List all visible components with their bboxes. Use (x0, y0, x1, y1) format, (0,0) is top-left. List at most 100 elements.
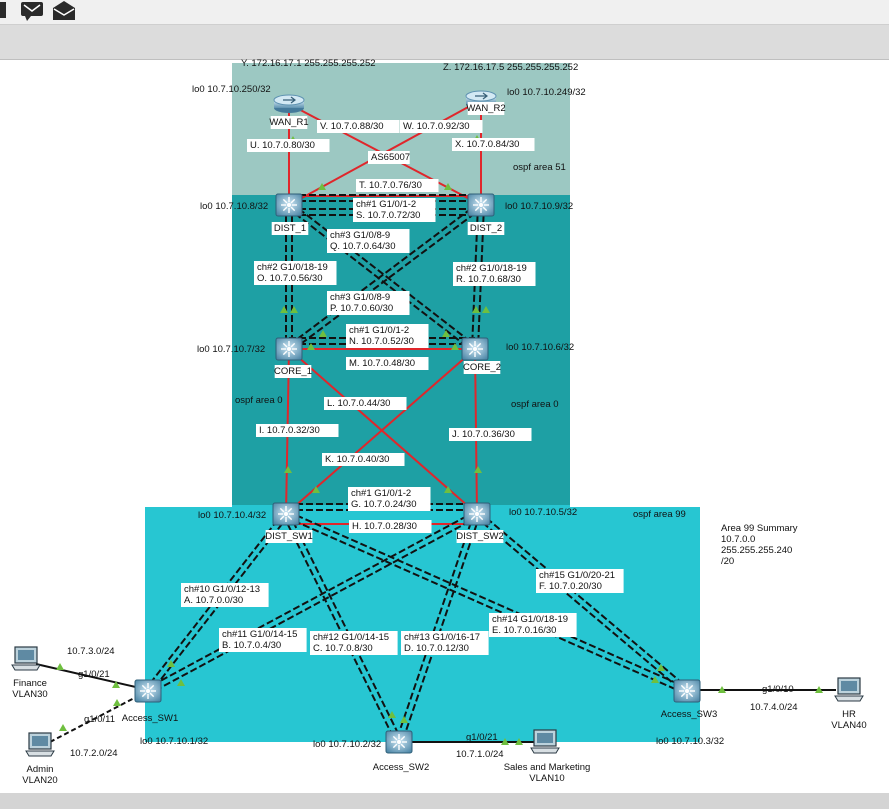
svg-text:g1/0/10: g1/0/10 (762, 684, 794, 695)
switch-dist_sw2-icon[interactable] (463, 502, 491, 526)
summary-line: 255.255.255.240 (721, 545, 792, 556)
device-name-access-sw3: Access_SW3 (661, 709, 718, 720)
link-h-label: H. 10.7.0.28/30 (349, 520, 432, 533)
link-v-label: V. 10.7.0.88/30 (317, 120, 400, 133)
admin-network-label: 10.7.2.0/24 (70, 748, 118, 759)
summary-line: /20 (721, 556, 734, 567)
svg-text:R. 10.7.0.68/30: R. 10.7.0.68/30 (456, 274, 521, 285)
switch-core_2-icon[interactable] (461, 337, 489, 361)
switch-dist_2-icon[interactable] (467, 193, 495, 217)
link-up-marker (651, 676, 659, 683)
svg-text:ch#3 G1/0/8-9: ch#3 G1/0/8-9 (330, 292, 390, 303)
device-name-access-sw1: Access_SW1 (122, 713, 179, 724)
link-core_2-dist_sw1 (285, 348, 476, 515)
svg-text:ospf area 0: ospf area 0 (511, 399, 559, 410)
svg-text:WAN_R2: WAN_R2 (466, 103, 505, 114)
link-n-label: ch#1 G1/0/1-2N. 10.7.0.52/30 (346, 324, 429, 348)
loopback-dist-sw1: lo0 10.7.10.4/32 (198, 510, 266, 521)
link-a-label: ch#10 G1/0/12-13A. 10.7.0.0/30 (181, 583, 269, 607)
svg-text:lo0 10.7.10.250/32: lo0 10.7.10.250/32 (192, 84, 271, 95)
sales-network-label: 10.7.1.0/24 (456, 749, 504, 760)
pc-finance-icon[interactable] (11, 646, 41, 671)
hr-port-label: g1/0/10 (762, 684, 794, 695)
switch-access_sw2-icon[interactable] (385, 730, 413, 754)
link-up-marker (501, 738, 509, 745)
link-f-label: ch#15 G1/0/20-21F. 10.7.0.20/30 (536, 569, 624, 593)
svg-text:lo0 10.7.10.6/32: lo0 10.7.10.6/32 (506, 342, 574, 353)
pc-sales-icon[interactable] (530, 729, 560, 754)
link-up-marker (444, 183, 452, 190)
switch-core_1-icon[interactable] (275, 337, 303, 361)
external-link-z-label: Z. 172.16.17.5 255.255.255.252 (443, 62, 578, 73)
link-j-label: J. 10.7.0.36/30 (449, 428, 532, 441)
envelope-open-icon[interactable] (51, 0, 77, 20)
svg-text:ch#11 G1/0/14-15: ch#11 G1/0/14-15 (222, 629, 297, 640)
loopback-access-sw3: lo0 10.7.10.3/32 (656, 736, 724, 747)
switch-dist_sw1-icon[interactable] (272, 502, 300, 526)
link-up-marker (284, 466, 292, 473)
link-up-marker (474, 466, 482, 473)
link-u-label: U. 10.7.0.80/30 (247, 139, 330, 152)
etherchannel-e (284, 515, 687, 695)
svg-text:X. 10.7.0.84/30: X. 10.7.0.84/30 (455, 139, 519, 150)
svg-text:VLAN40: VLAN40 (831, 720, 866, 731)
svg-text:ch#1 G1/0/1-2: ch#1 G1/0/1-2 (349, 325, 409, 336)
link-up-marker (657, 664, 665, 671)
link-up-marker (482, 306, 490, 313)
svg-text:L. 10.7.0.44/30: L. 10.7.0.44/30 (327, 398, 390, 409)
pc-hr-icon[interactable] (834, 677, 864, 702)
link-up-marker (167, 660, 175, 667)
link-up-marker (319, 330, 327, 337)
link-up-marker (388, 711, 396, 718)
toolbar-partial-icon[interactable] (0, 0, 8, 20)
router-wan_r1-icon[interactable] (273, 94, 305, 113)
message-icon[interactable] (19, 0, 45, 21)
loopback-core-2: lo0 10.7.10.6/32 (506, 342, 574, 353)
switch-dist_1-icon[interactable] (275, 193, 303, 217)
svg-text:Sales and Marketing: Sales and Marketing (504, 762, 591, 773)
link-core_1-dist_sw2 (288, 348, 478, 515)
svg-text:lo0 10.7.10.1/32: lo0 10.7.10.1/32 (140, 736, 208, 747)
svg-text:VLAN20: VLAN20 (22, 775, 57, 786)
link-up-marker (113, 699, 121, 706)
svg-text:M. 10.7.0.48/30: M. 10.7.0.48/30 (349, 358, 415, 369)
summary-line: 10.7.0.0 (721, 534, 755, 545)
switch-access_sw1-icon[interactable] (134, 679, 162, 703)
link-l-label: L. 10.7.0.44/30 (324, 397, 407, 410)
link-r-label: ch#2 G1/0/18-19R. 10.7.0.68/30 (453, 262, 536, 286)
link-e-label: ch#14 G1/0/18-19E. 10.7.0.16/30 (489, 613, 577, 637)
loopback-wan-r2: lo0 10.7.10.249/32 (507, 87, 586, 98)
svg-text:g1/0/21: g1/0/21 (466, 732, 498, 743)
svg-text:J. 10.7.0.36/30: J. 10.7.0.36/30 (452, 429, 515, 440)
etherchannel-q (286, 206, 474, 353)
etherchannel-d (395, 512, 476, 742)
link-up-marker (307, 343, 315, 350)
link-up-marker (515, 738, 523, 745)
link-up-marker (59, 724, 67, 731)
etherchannel-q (290, 201, 478, 348)
pc-admin-icon[interactable] (25, 732, 55, 757)
svg-text:lo0 10.7.10.2/32: lo0 10.7.10.2/32 (313, 739, 381, 750)
svg-text:lo0 10.7.10.9/32: lo0 10.7.10.9/32 (505, 201, 573, 212)
svg-text:lo0 10.7.10.249/32: lo0 10.7.10.249/32 (507, 87, 586, 98)
svg-text:G. 10.7.0.24/30: G. 10.7.0.24/30 (351, 499, 417, 510)
ospf-area-51-label: ospf area 51 (513, 162, 566, 173)
etherchannel-b (146, 510, 477, 690)
link-up-marker (312, 486, 320, 493)
svg-text:O. 10.7.0.56/30: O. 10.7.0.56/30 (257, 273, 323, 284)
ospf-area-99-label: ospf area 99 (633, 509, 686, 520)
device-name-dist-1: DIST_1 (271, 222, 309, 235)
svg-text:ospf area 99: ospf area 99 (633, 509, 686, 520)
switch-access_sw3-icon[interactable] (673, 679, 701, 703)
device-name-access-sw2: Access_SW2 (373, 762, 430, 773)
etherchannel-p (290, 206, 484, 353)
svg-text:Z. 172.16.17.5 255.255.255.252: Z. 172.16.17.5 255.255.255.252 (443, 62, 578, 73)
link-up-marker (442, 330, 450, 337)
svg-text:g1/0/21: g1/0/21 (78, 669, 110, 680)
svg-text:P. 10.7.0.60/30: P. 10.7.0.60/30 (330, 303, 393, 314)
link-c-label: ch#12 G1/0/14-15C. 10.7.0.8/30 (310, 631, 398, 655)
svg-text:Access_SW3: Access_SW3 (661, 709, 718, 720)
svg-text:F. 10.7.0.20/30: F. 10.7.0.20/30 (539, 581, 602, 592)
